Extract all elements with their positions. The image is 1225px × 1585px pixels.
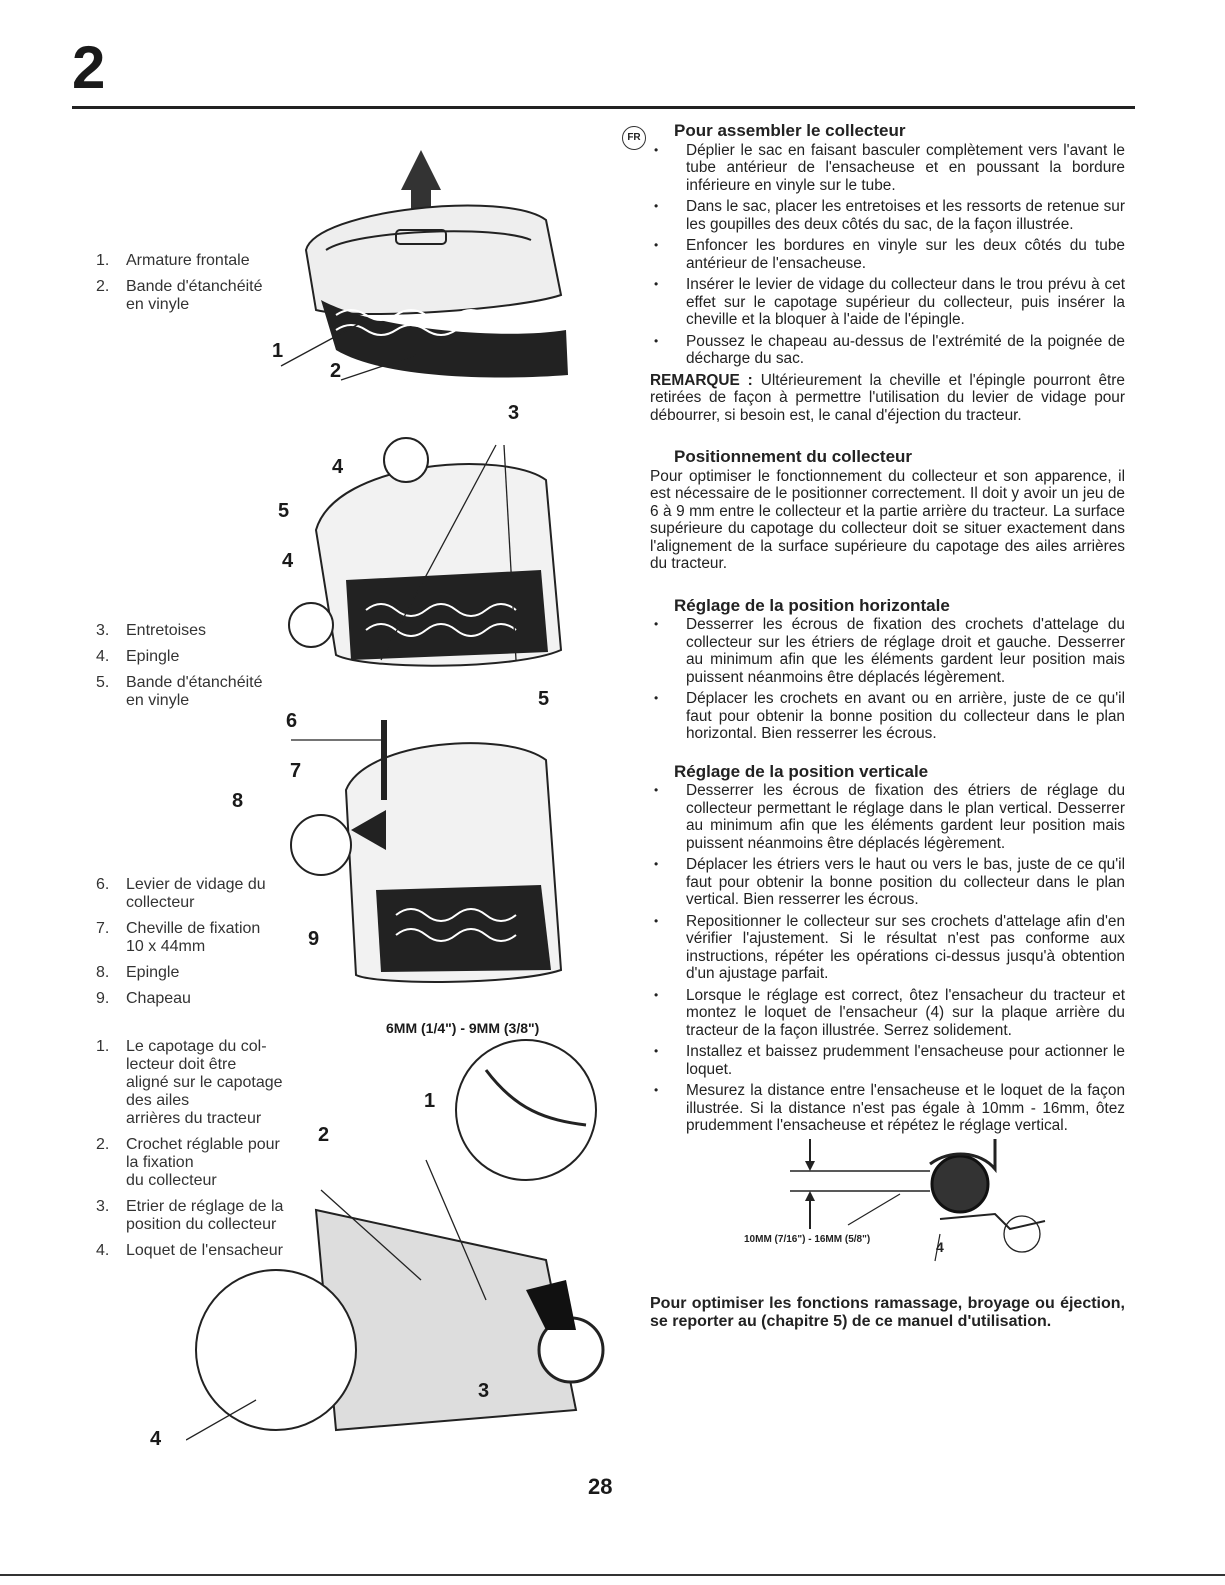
callout-5b: 5: [538, 688, 550, 710]
section-title-horizontal: Réglage de la position horizontale: [674, 595, 950, 615]
list-item: Desserrer les écrous de fixation des cro…: [650, 616, 1125, 686]
latch-measurement-label: 10MM (7/16") - 16MM (5/8"): [744, 1233, 871, 1245]
callout-2: 2: [330, 360, 342, 382]
gap-measurement-label: 6MM (1/4") - 9MM (3/8"): [386, 1020, 540, 1036]
legend-item: 3.Etrier de réglage de la position du co…: [96, 1198, 284, 1233]
section-title-assemble: Pour assembler le collecteur: [674, 121, 906, 140]
list-item: Dans le sac, placer les entretoises et l…: [650, 198, 1125, 233]
bottom-rule: [0, 1574, 1225, 1576]
callout-8: 8: [232, 790, 244, 812]
legend-item: 6.Levier de vidage du collecteur: [96, 876, 266, 911]
list-item: Lorsque le réglage est correct, ôtez l'e…: [650, 987, 1125, 1040]
callout-7: 7: [290, 760, 302, 782]
chapter-number: 2: [72, 34, 106, 101]
language-badge: FR: [622, 126, 646, 150]
legend-item: 1.Le capotage du col- lecteur doit être …: [96, 1038, 283, 1127]
legend-fig4: 1.Le capotage du col- lecteur doit être …: [96, 1038, 316, 1268]
section-title-vertical: Réglage de la position verticale: [674, 761, 929, 781]
list-item: Desserrer les écrous de fixation des étr…: [650, 782, 1125, 852]
callout-3b: 3: [478, 1380, 490, 1402]
vertical-steps: Desserrer les écrous de fixation des étr…: [650, 782, 1125, 1135]
callout-4a: 4: [332, 456, 344, 478]
latch-gap-figure: 10MM (7/16") - 16MM (5/8") 4: [650, 1138, 1125, 1279]
list-item: Poussez le chapeau au-dessus de l'extrém…: [650, 333, 1125, 368]
legend-item: 5.Bande d'étanchéité en vinyle: [96, 674, 263, 709]
legend-fig1: 1.Armature frontale 2.Bande d'étanchéité…: [96, 252, 306, 322]
callout-1: 1: [272, 340, 284, 362]
legend-item: 3.Entretoises: [96, 622, 207, 639]
callout-4c: 4: [150, 1428, 162, 1450]
list-item: Mesurez la distance entre l'ensacheuse e…: [650, 1082, 1125, 1135]
legend-item: 8.Epingle: [96, 964, 180, 981]
legend-item: 9.Chapeau: [96, 990, 191, 1007]
callout-2b: 2: [318, 1124, 330, 1146]
final-note: Pour optimiser les fonctions ramassage, …: [650, 1294, 1125, 1330]
horizontal-steps: Desserrer les écrous de fixation des cro…: [650, 616, 1125, 743]
left-column: 1.Armature frontale 2.Bande d'étanchéité…: [96, 110, 616, 1470]
legend-item: 4.Loquet de l'ensacheur: [96, 1242, 283, 1259]
section-title-position: Positionnement du collecteur: [674, 447, 913, 466]
page-number: 28: [588, 1474, 613, 1499]
callout-9: 9: [308, 928, 320, 950]
figure-collector-spacers: [288, 437, 563, 667]
latch-gap-drawing: [790, 1138, 1046, 1261]
list-item: Déplier le sac en faisant basculer compl…: [650, 142, 1125, 195]
legend-item: 2.Bande d'étanchéité en vinyle: [96, 278, 263, 313]
figure-tractor-alignment: [186, 1039, 605, 1441]
figure-collector-lever: [290, 720, 563, 983]
legend-fig2: 3.Entretoises 4.Epingle 5.Bande d'étanch…: [96, 622, 306, 718]
callout-1b: 1: [424, 1090, 436, 1112]
header-rule: [72, 106, 1135, 109]
figure-collector-front: [280, 150, 568, 381]
list-item: Insérer le levier de vidage du collecteu…: [650, 276, 1125, 329]
list-item: Déplacer les étriers vers le haut ou ver…: [650, 856, 1125, 909]
legend-fig3: 6.Levier de vidage du collecteur 7.Chevi…: [96, 876, 311, 1016]
right-column: FR Pour assembler le collecteur Déplier …: [622, 121, 1125, 1347]
callout-3: 3: [508, 402, 520, 424]
legend-item: 4.Epingle: [96, 648, 180, 665]
position-text: Pour optimiser le fonctionnement du coll…: [650, 467, 1125, 573]
callout-6: 6: [286, 710, 298, 732]
list-item: Déplacer les crochets en avant ou en arr…: [650, 690, 1125, 743]
callout-5a: 5: [278, 500, 290, 522]
callout-latch-4: 4: [936, 1238, 944, 1255]
callout-4b: 4: [282, 550, 294, 572]
list-item: Enfoncer les bordures en vinyle sur les …: [650, 237, 1125, 272]
assemble-steps: Déplier le sac en faisant basculer compl…: [650, 142, 1125, 368]
assemble-note: REMARQUE : Ultérieurement la cheville et…: [650, 371, 1125, 424]
legend-item: 7.Cheville de fixation 10 x 44mm: [96, 920, 261, 955]
legend-item: 1.Armature frontale: [96, 252, 250, 269]
list-item: Installez et baissez prudemment l'ensach…: [650, 1043, 1125, 1078]
list-item: Repositionner le collecteur sur ses croc…: [650, 913, 1125, 983]
legend-item: 2.Crochet réglable pour la fixation du c…: [96, 1136, 280, 1189]
